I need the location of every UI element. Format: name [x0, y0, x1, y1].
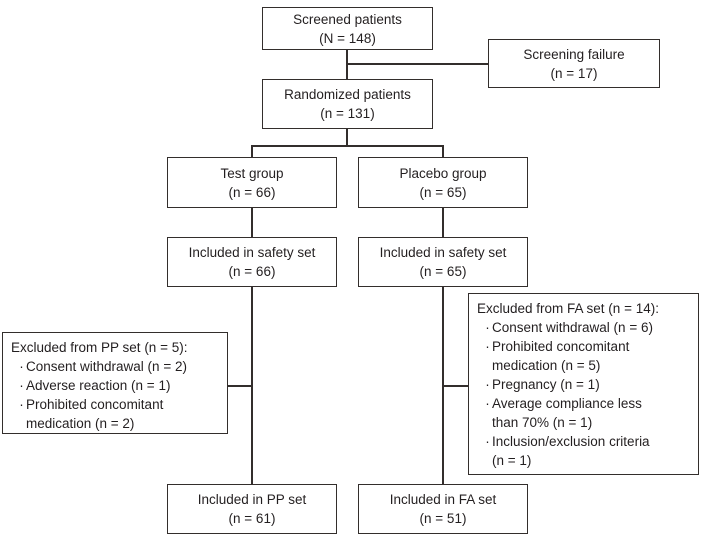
box-screened-patients: Screened patients (N = 148)	[262, 7, 433, 50]
bullet-icon: ·	[485, 377, 490, 392]
exclusion-reason-item: ·Average compliance less than 70% (n = 1…	[477, 394, 695, 432]
exclusion-reason-text: Pregnancy (n = 1)	[492, 377, 600, 392]
exclusion-reason-text: Consent withdrawal (n = 6)	[492, 320, 653, 335]
box-count-line: (n = 65)	[419, 264, 467, 279]
connector-screened-to-randomized	[346, 50, 348, 79]
exclusion-reason-list: ·Consent withdrawal (n = 2)·Adverse reac…	[11, 357, 224, 433]
box-count-line: (n = 131)	[320, 106, 375, 121]
exclusion-reason-text: Inclusion/exclusion criteria (n = 1)	[492, 434, 650, 468]
box-placebo-group: Placebo group (n = 65)	[358, 157, 528, 208]
connector-test-to-safety	[251, 208, 253, 237]
connector-to-excluded-fa	[443, 385, 468, 387]
exclusion-reason-item: ·Inclusion/exclusion criteria (n = 1)	[477, 432, 695, 470]
box-screening-failure: Screening failure (n = 17)	[488, 39, 660, 88]
exclusion-reason-text: Average compliance less than 70% (n = 1)	[492, 396, 642, 430]
box-randomized-patients: Randomized patients (n = 131)	[262, 79, 433, 129]
exclusion-reason-item: ·Prohibited concomitant medication (n = …	[477, 337, 695, 375]
connector-randomized-stem	[346, 129, 348, 146]
box-count-line: (n = 17)	[550, 65, 598, 81]
bullet-icon: ·	[485, 434, 490, 449]
box-included-in-fa-set: Included in FA set (n = 51)	[358, 484, 528, 534]
box-safety-set-test: Included in safety set (n = 66)	[167, 237, 337, 287]
exclusion-reason-text: Consent withdrawal (n = 2)	[26, 359, 187, 374]
exclusion-reason-item: ·Prohibited concomitant medication (n = …	[11, 395, 224, 433]
box-included-in-pp-set: Included in PP set (n = 61)	[167, 484, 337, 534]
box-text-line: Screened patients	[293, 11, 402, 27]
connector-to-excluded-pp	[228, 385, 252, 387]
connector-safety-to-fa-set	[442, 287, 444, 484]
bullet-icon: ·	[485, 339, 490, 354]
exclusion-reason-item: ·Pregnancy (n = 1)	[477, 375, 695, 394]
exclusion-reason-item: ·Consent withdrawal (n = 2)	[11, 357, 224, 376]
box-count-line: (n = 61)	[228, 511, 276, 526]
exclusion-title: Excluded from FA set (n = 14):	[477, 301, 659, 316]
exclusion-reason-item: ·Consent withdrawal (n = 6)	[477, 318, 695, 337]
connector-to-screening-failure	[346, 63, 488, 65]
box-text-line: Placebo group	[399, 165, 487, 181]
connector-placebo-to-safety	[442, 208, 444, 237]
box-excluded-from-pp-set: Excluded from PP set (n = 5): ·Consent w…	[2, 332, 228, 434]
exclusion-reason-text: Prohibited concomitant medication (n = 5…	[492, 339, 630, 373]
box-text-line: Included in PP set	[197, 492, 307, 507]
bullet-icon: ·	[19, 378, 24, 393]
box-text-line: Test group	[220, 165, 284, 181]
bullet-icon: ·	[19, 359, 24, 374]
box-excluded-from-fa-set: Excluded from FA set (n = 14): ·Consent …	[468, 293, 699, 475]
connector-branch-to-test-group	[251, 145, 253, 157]
box-count-line: (n = 66)	[228, 184, 276, 200]
box-text-line: Included in FA set	[389, 492, 497, 507]
bullet-icon: ·	[485, 320, 490, 335]
box-text-line: Included in safety set	[188, 245, 316, 260]
connector-branch-to-placebo-group	[442, 145, 444, 157]
box-text-line: Screening failure	[523, 46, 625, 62]
exclusion-reason-text: Adverse reaction (n = 1)	[26, 378, 171, 393]
box-count-line: (N = 148)	[319, 30, 376, 46]
box-count-line: (n = 51)	[419, 511, 467, 526]
box-count-line: (n = 65)	[419, 184, 467, 200]
box-count-line: (n = 66)	[228, 264, 276, 279]
box-test-group: Test group (n = 66)	[167, 157, 337, 208]
bullet-icon: ·	[19, 397, 24, 412]
box-text-line: Randomized patients	[284, 87, 411, 102]
exclusion-reason-list: ·Consent withdrawal (n = 6)·Prohibited c…	[477, 318, 695, 470]
connector-randomization-branch	[251, 145, 444, 147]
exclusion-reason-text: Prohibited concomitant medication (n = 2…	[26, 397, 164, 431]
exclusion-reason-item: ·Adverse reaction (n = 1)	[11, 376, 224, 395]
exclusion-title: Excluded from PP set (n = 5):	[11, 340, 188, 355]
box-text-line: Included in safety set	[379, 245, 507, 260]
bullet-icon: ·	[485, 396, 490, 411]
box-safety-set-placebo: Included in safety set (n = 65)	[358, 237, 528, 287]
